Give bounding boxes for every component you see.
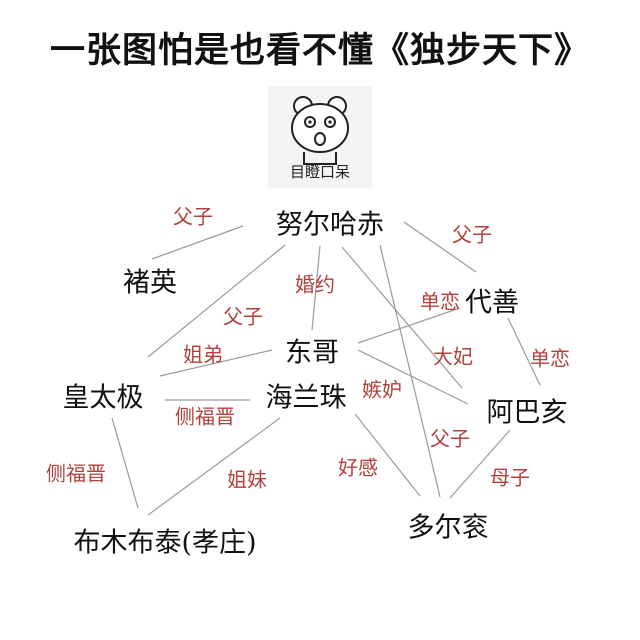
- relation-label-nurhaci-huangtaiji: 父子: [223, 304, 263, 329]
- relation-label-nurhaci-dorgon: 父子: [430, 426, 470, 451]
- relation-label-nurhaci-abahai: 大妃: [433, 344, 473, 369]
- edge-nurhaci-abahai: [341, 246, 463, 389]
- edge-hailanzhu-dorgon: [354, 413, 421, 497]
- relation-label-dongge-huangtaiji: 姐弟: [183, 342, 223, 367]
- node-huangtaiji: 皇太极: [62, 382, 144, 414]
- meme-caption: 目瞪口呆: [289, 163, 350, 181]
- stunned-bear-icon: [291, 96, 349, 165]
- relation-label-huangtaiji-hailanzhu: 侧福晋: [175, 404, 235, 429]
- relation-label-daishan-abahai: 单恋: [530, 346, 570, 371]
- edge-nurhaci-huangtaiji: [147, 244, 286, 358]
- relation-label-nurhaci-daishan: 父子: [452, 222, 492, 247]
- edge-dongge-huangtaiji: [159, 349, 273, 377]
- title: 一张图怕是也看不懂《独步天下》: [49, 31, 590, 71]
- node-dorgon: 多尔衮: [407, 512, 489, 544]
- relation-label-hailanzhu-dorgon: 好感: [338, 455, 378, 480]
- node-dongge: 东哥: [285, 337, 339, 369]
- edge-nurhaci-chuying: [151, 225, 244, 260]
- edge-hailanzhu-bumubutai: [147, 417, 281, 516]
- node-hailanzhu: 海兰珠: [265, 382, 347, 414]
- edge-dongge-abahai: [357, 349, 469, 405]
- edge-daishan-dongge: [357, 307, 461, 344]
- node-abahai: 阿巴亥: [486, 397, 568, 429]
- relation-label-abahai-dorgon: 母子: [490, 465, 530, 490]
- relation-label-huangtaiji-bumubutai: 侧福晋: [46, 461, 106, 486]
- node-bumubutai: 布木布泰(孝庄): [73, 527, 257, 559]
- edge-abahai-dorgon: [449, 429, 511, 499]
- node-chuying: 褚英: [123, 267, 177, 299]
- node-nurhaci: 努尔哈赤: [276, 209, 384, 241]
- relation-label-nurhaci-chuying: 父子: [173, 204, 213, 229]
- relation-label-dongge-abahai: 嫉妒: [362, 377, 402, 402]
- node-daishan: 代善: [465, 287, 519, 319]
- relation-label-hailanzhu-bumubutai: 姐妹: [227, 467, 267, 492]
- edge-nurhaci-dongge: [311, 245, 321, 331]
- edge-huangtaiji-bumubutai: [111, 417, 139, 509]
- relation-label-daishan-dongge: 单恋: [420, 289, 460, 314]
- relation-label-nurhaci-dongge: 婚约: [295, 272, 335, 297]
- stunned-bear-meme: 目瞪口呆: [268, 86, 372, 188]
- edge-nurhaci-daishan: [403, 221, 477, 273]
- edge-daishan-abahai: [507, 317, 541, 386]
- edge-nurhaci-dorgon: [379, 244, 441, 498]
